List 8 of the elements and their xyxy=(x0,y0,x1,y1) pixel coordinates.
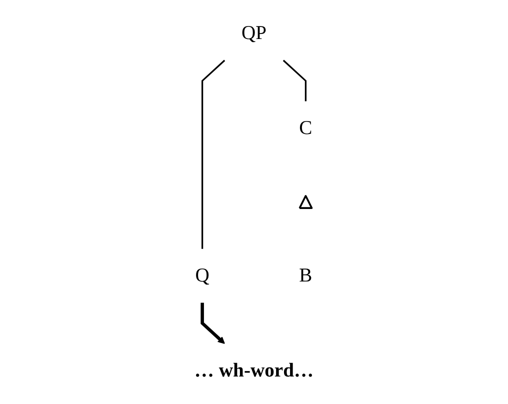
connector xyxy=(282,60,306,102)
node-text: B xyxy=(299,265,312,286)
node-text: C xyxy=(299,118,312,139)
connector xyxy=(201,60,226,249)
node-text: QP xyxy=(241,22,267,44)
node-text: Q xyxy=(195,265,210,286)
arrow xyxy=(200,302,225,344)
node-text: … wh-word… xyxy=(194,360,314,382)
